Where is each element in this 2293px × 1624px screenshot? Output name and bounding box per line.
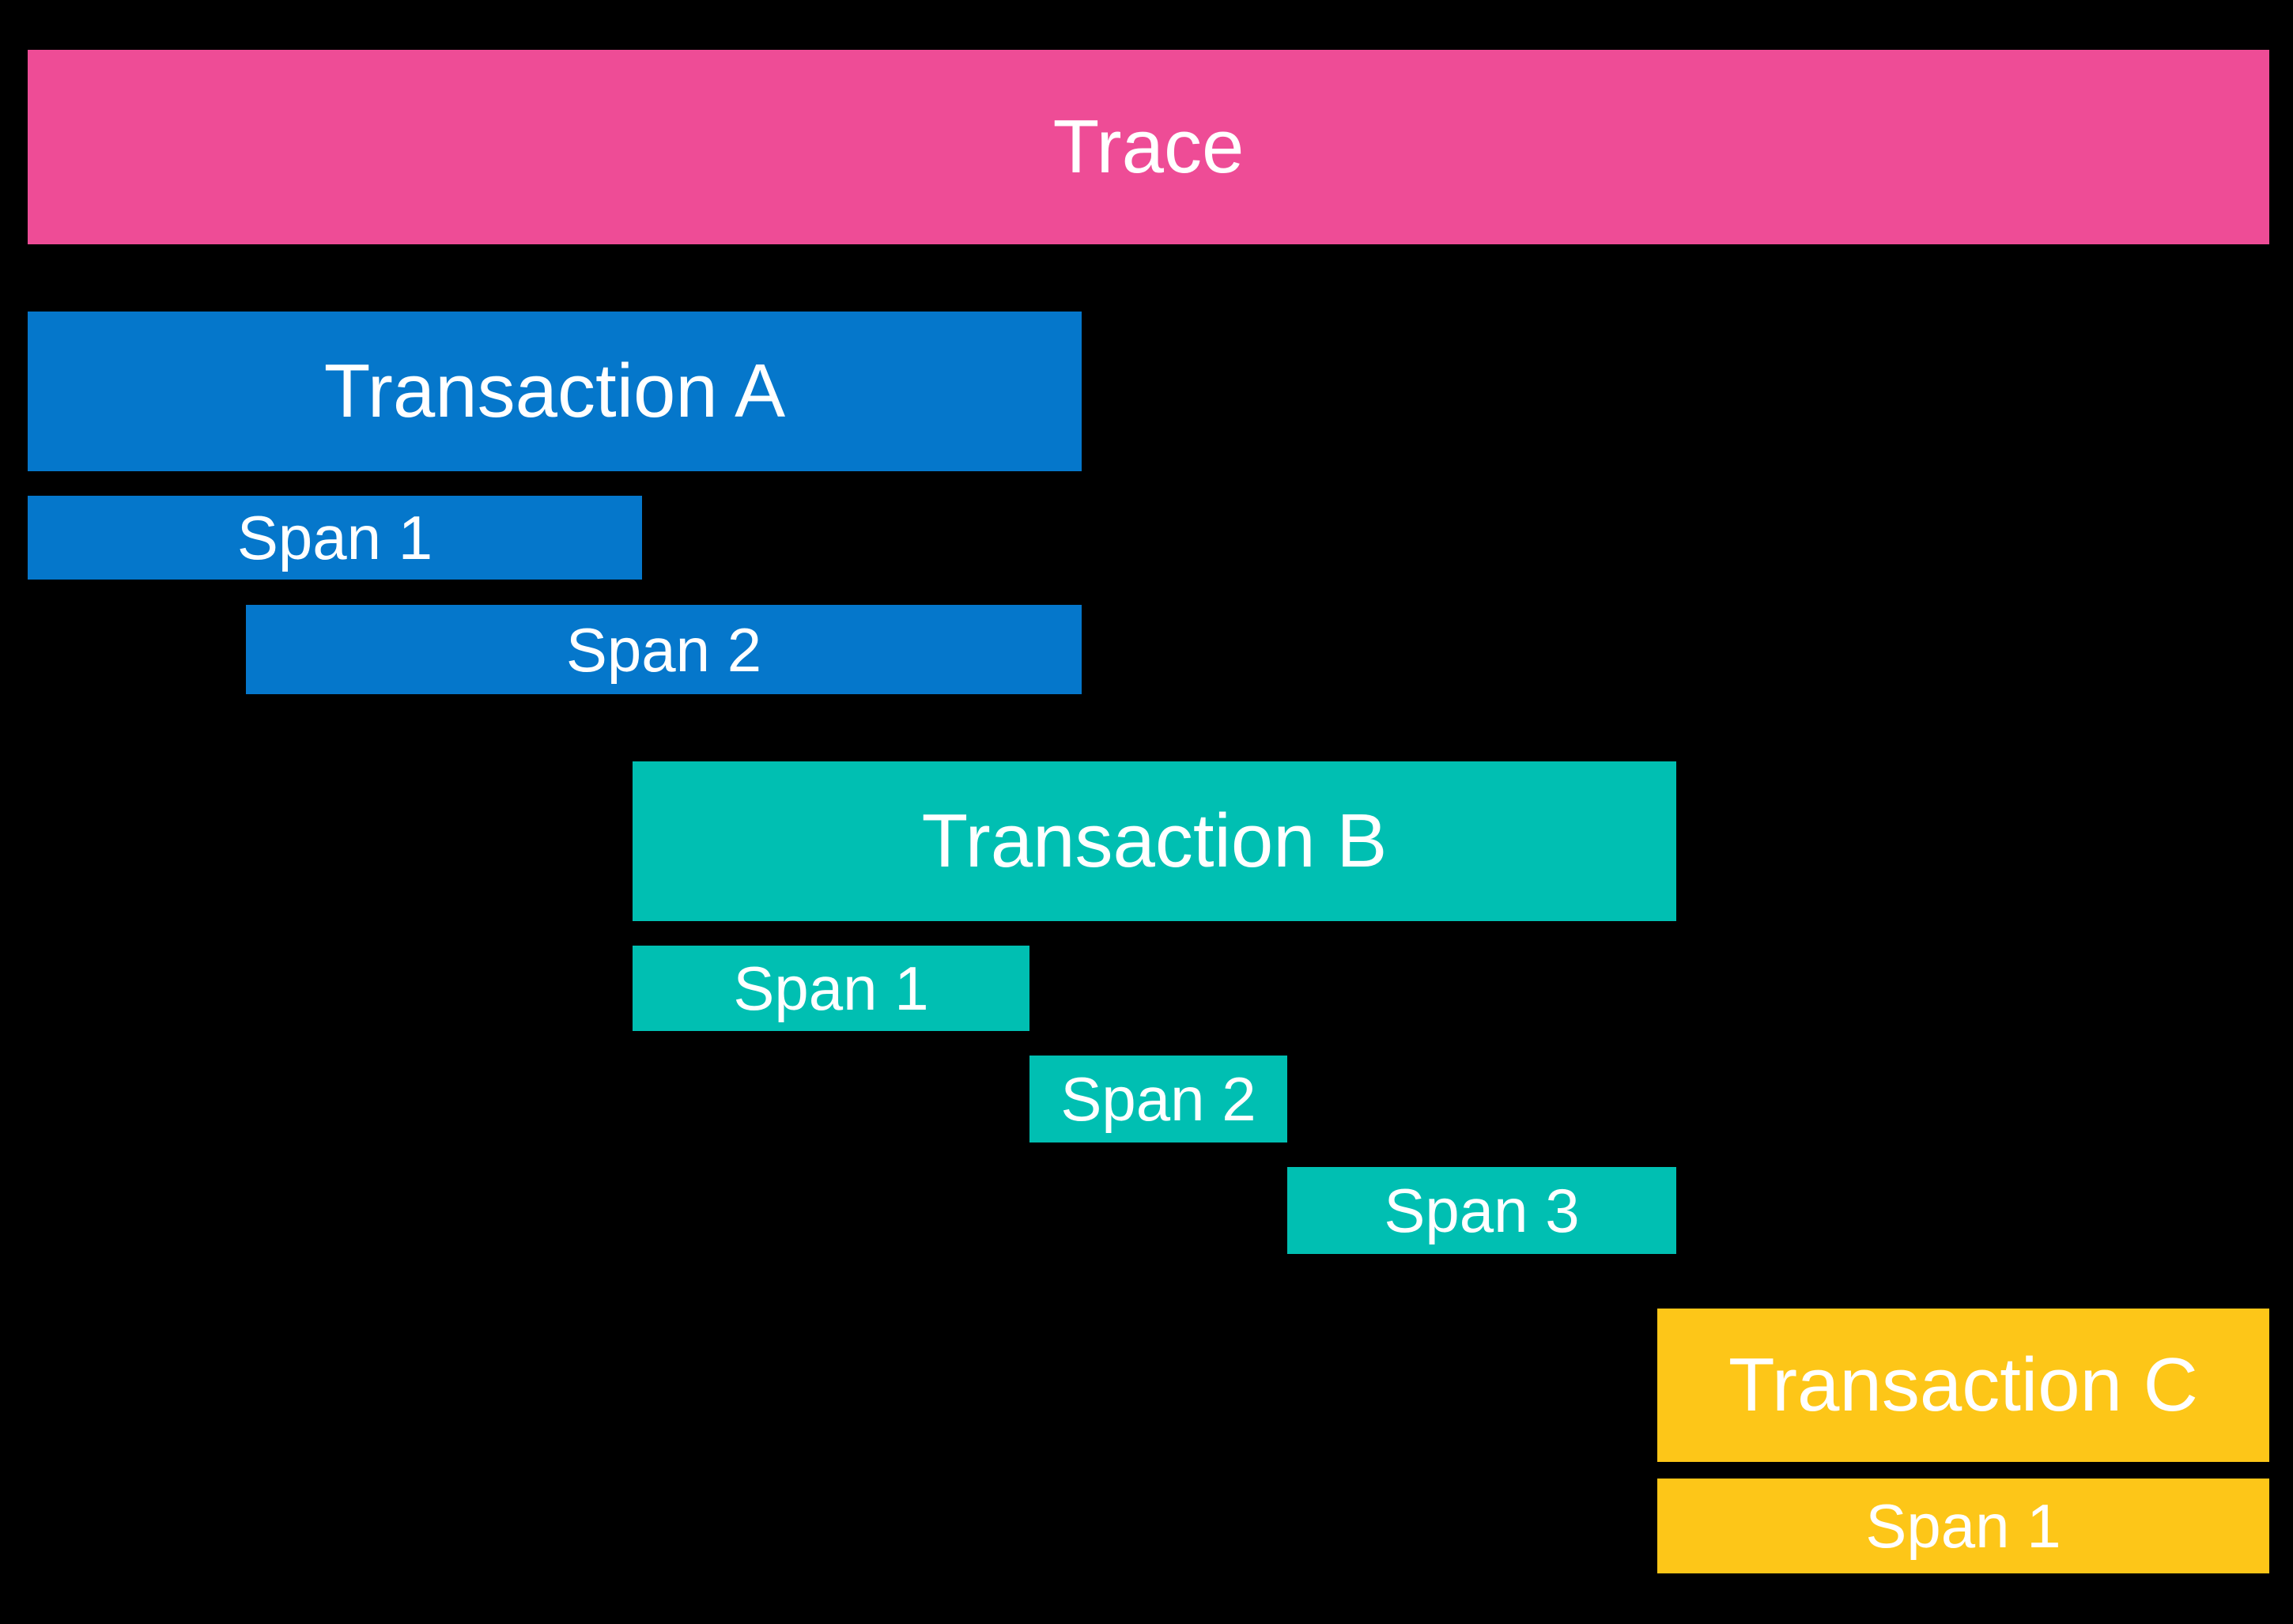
trace-label: Trace bbox=[1052, 104, 1245, 189]
transaction-b-bar: Transaction B bbox=[633, 761, 1676, 921]
transaction-a-span-1-label: Span 1 bbox=[236, 503, 433, 572]
transaction-a-span-2-label: Span 2 bbox=[565, 614, 762, 685]
transaction-b-span-2-label: Span 2 bbox=[1060, 1064, 1256, 1134]
transaction-a-bar: Transaction A bbox=[28, 312, 1082, 471]
transaction-c-span-1-bar: Span 1 bbox=[1657, 1479, 2269, 1573]
transaction-b-span-3-label: Span 3 bbox=[1384, 1176, 1580, 1245]
transaction-b-span-3-bar: Span 3 bbox=[1287, 1167, 1676, 1254]
trace-bar: Trace bbox=[28, 50, 2269, 244]
transaction-c-span-1-label: Span 1 bbox=[1865, 1491, 2061, 1561]
transaction-a-span-1-bar: Span 1 bbox=[28, 496, 642, 580]
transaction-a-label: Transaction A bbox=[323, 349, 786, 433]
transaction-b-span-2-bar: Span 2 bbox=[1029, 1056, 1287, 1142]
transaction-c-label: Transaction C bbox=[1728, 1343, 2198, 1427]
transaction-b-label: Transaction B bbox=[921, 799, 1388, 883]
transaction-a-span-2-bar: Span 2 bbox=[246, 605, 1082, 694]
transaction-b-span-1-label: Span 1 bbox=[733, 954, 929, 1023]
transaction-b-span-1-bar: Span 1 bbox=[633, 946, 1029, 1031]
transaction-c-bar: Transaction C bbox=[1657, 1309, 2269, 1462]
